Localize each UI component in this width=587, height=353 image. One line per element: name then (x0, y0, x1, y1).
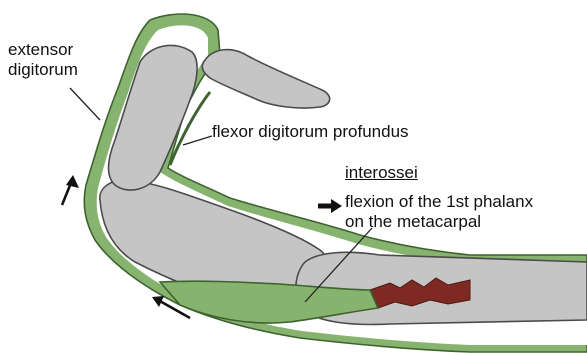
extensor-digitorum-label: extensor digitorum (8, 40, 78, 79)
middle-phalanx (109, 45, 198, 190)
right-arrow (318, 199, 342, 213)
flexor-leader-line (183, 136, 212, 145)
interossei-label: interossei (345, 163, 418, 183)
extensor-label-line1: extensor (8, 40, 78, 60)
extensor-label-line2: digitorum (8, 60, 78, 80)
distal-phalanx (202, 50, 329, 108)
flexor-digitorum-profundus-label: flexor digitorum profundus (212, 122, 409, 142)
flexion-description: flexion of the 1st phalanx on the metaca… (345, 192, 533, 231)
flexion-line2: on the metacarpal (345, 212, 533, 232)
flexion-line1: flexion of the 1st phalanx (345, 192, 533, 212)
extensor-leader-line (70, 88, 100, 120)
up-arrow (62, 175, 79, 205)
